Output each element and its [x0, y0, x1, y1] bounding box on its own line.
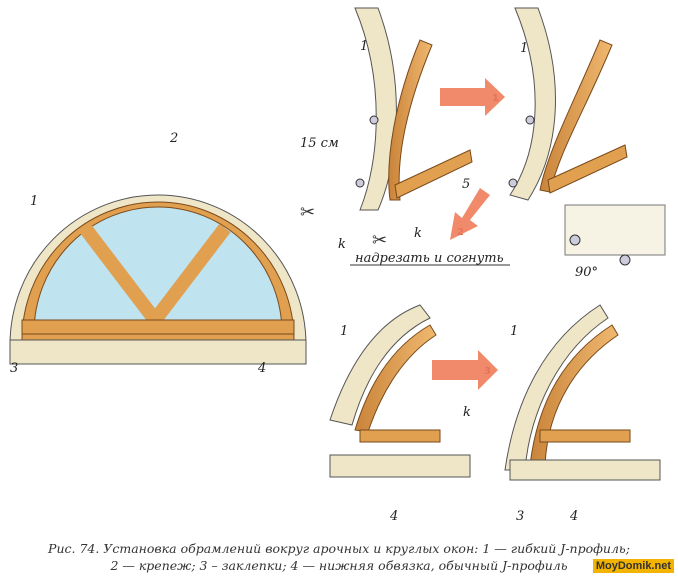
scissors-icon: ✂: [372, 230, 387, 251]
caption-line-1: Рис. 74. Установка обрамлений вокруг аро…: [48, 541, 630, 556]
step-cut-profile: [350, 7, 510, 266]
label-1: 1: [520, 41, 528, 56]
svg-text:2: 2: [457, 227, 464, 238]
label-cut-and-bend: надрезать и согнуть: [355, 251, 504, 266]
step-arrow-2: 2: [450, 188, 490, 240]
watermark-logo: MoyDomik.net: [592, 559, 674, 573]
label-1: 1: [360, 39, 368, 54]
label-4: 4: [257, 361, 266, 376]
svg-text:3: 3: [484, 366, 491, 377]
scissors-icon: ✂: [300, 202, 315, 223]
label-5: 5: [462, 177, 470, 192]
label-k: k: [463, 405, 471, 420]
label-1: 1: [340, 324, 348, 339]
step-bottom-profiles: [329, 304, 661, 481]
label-k: k: [338, 237, 346, 252]
label-4: 4: [389, 509, 398, 524]
label-3: 3: [10, 361, 18, 376]
step-bent-profile: [508, 7, 666, 266]
caption-line-2: 2 — крепеж; 3 – заклепки; 4 — нижняя обв…: [110, 558, 568, 573]
arched-window: [9, 194, 307, 365]
svg-text:1: 1: [492, 93, 499, 104]
figure-caption: Рис. 74. Установка обрамлений вокруг аро…: [0, 540, 678, 574]
label-k: k: [414, 226, 422, 241]
step-arrow-1: 1: [440, 78, 505, 116]
label-angle: 90°: [575, 265, 598, 280]
label-1: 1: [510, 324, 518, 339]
step-arrow-3: 3: [432, 350, 498, 390]
label-2: 2: [169, 131, 178, 146]
label-distance: 15 см: [300, 136, 339, 151]
label-3: 3: [516, 509, 524, 524]
label-1: 1: [30, 194, 38, 209]
label-4: 4: [569, 509, 578, 524]
